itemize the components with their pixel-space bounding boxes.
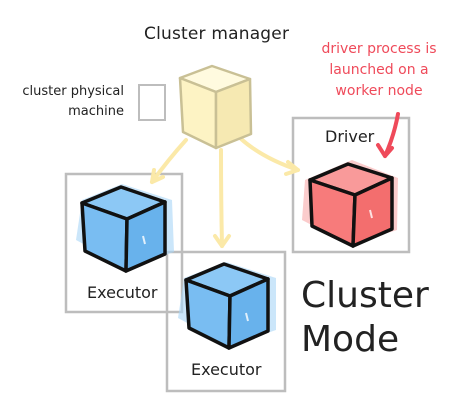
annotation-line-3: worker node — [335, 83, 423, 99]
executor2-cube — [178, 262, 276, 350]
executor1-label: Executor — [87, 283, 158, 302]
driver-annotation: driver process is launched on a worker n… — [306, 39, 452, 102]
cluster-manager-cube — [178, 64, 253, 150]
legend-machine-box — [138, 84, 166, 121]
executor1-machine-box — [64, 172, 184, 314]
driver-machine-box — [291, 116, 411, 254]
annotation-line-1: driver process is — [321, 41, 437, 57]
cluster-mode-heading: Cluster Mode — [301, 274, 429, 362]
driver-cube — [302, 160, 398, 248]
executor2-label: Executor — [191, 360, 262, 379]
mode-line-2: Mode — [301, 319, 400, 360]
legend-label: cluster physical machine — [14, 82, 124, 122]
arrow-to-driver — [238, 136, 300, 172]
manager-arrows — [150, 136, 300, 248]
arrow-to-executor2 — [219, 148, 224, 248]
annotation-line-2: launched on a — [329, 62, 429, 78]
executor1-cube — [76, 184, 174, 273]
driver-label: Driver — [325, 127, 375, 146]
mode-line-1: Cluster — [301, 275, 429, 316]
legend-line-1: cluster physical — [22, 84, 124, 99]
arrow-to-executor1 — [150, 138, 188, 184]
executor2-machine-box — [165, 250, 287, 393]
legend-line-2: machine — [68, 104, 124, 119]
cluster-manager-title: Cluster manager — [144, 24, 290, 44]
annotation-arrow — [376, 112, 400, 158]
